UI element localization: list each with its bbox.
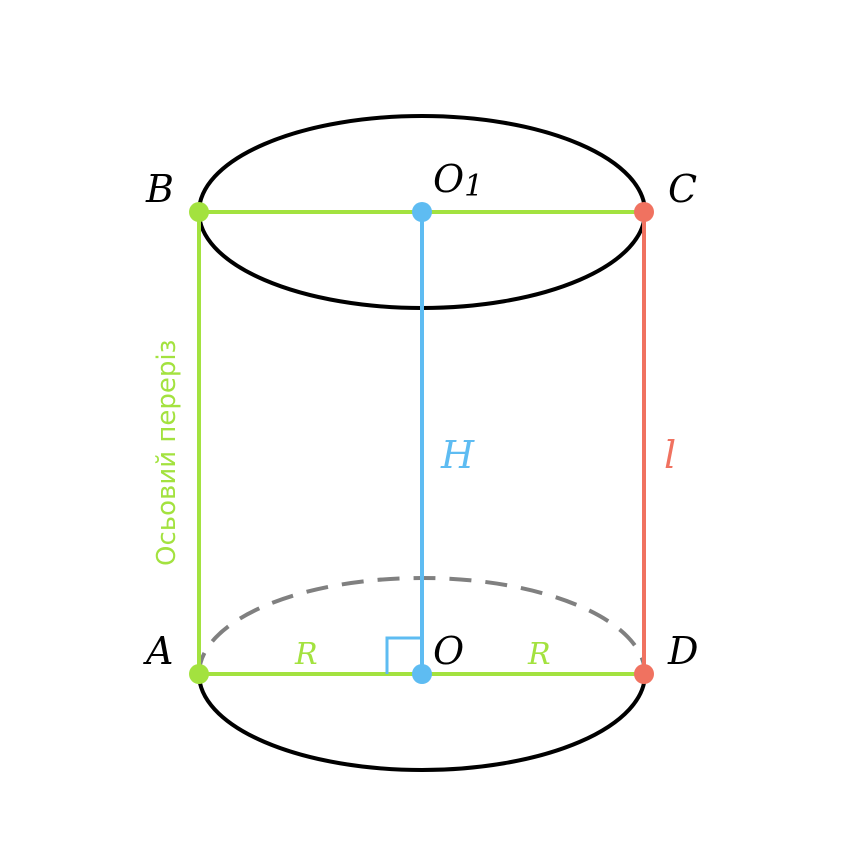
point-D: [634, 664, 654, 684]
label-R-right: R: [527, 637, 551, 672]
point-O: [412, 664, 432, 684]
label-O1-sub: 1: [464, 169, 483, 204]
label-H: H: [440, 433, 475, 477]
label-O1-main: O: [433, 157, 464, 201]
label-C: C: [668, 167, 697, 211]
point-B: [189, 202, 209, 222]
label-O1: O1: [433, 157, 483, 204]
label-B: B: [145, 167, 174, 211]
label-l: l: [664, 433, 676, 477]
bottom-base-front-arc: [197, 673, 647, 772]
point-C: [634, 202, 654, 222]
label-D: D: [667, 629, 698, 673]
label-R-left: R: [294, 637, 318, 672]
right-angle-marker: [385, 636, 422, 674]
point-O1: [412, 202, 432, 222]
label-axial-section: Осьовий переріз: [152, 340, 182, 566]
point-A: [189, 664, 209, 684]
label-A: A: [143, 629, 173, 673]
label-O: O: [433, 629, 464, 673]
